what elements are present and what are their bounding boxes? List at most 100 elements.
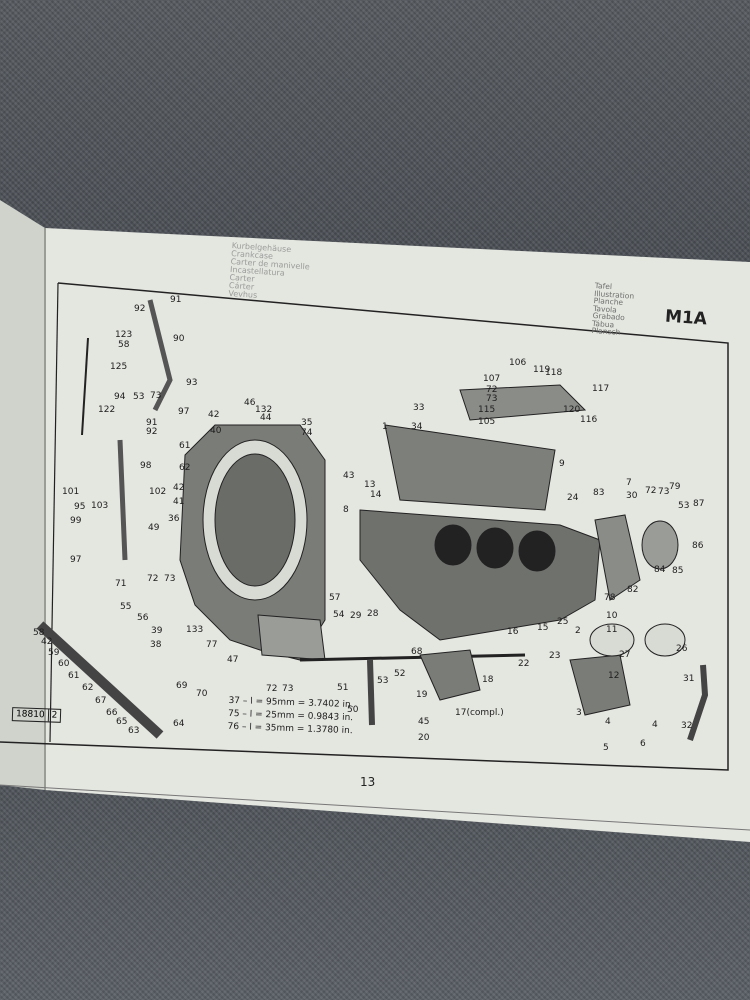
- part-number: 97: [178, 407, 190, 417]
- part-number: 122: [98, 405, 116, 415]
- part-number: 69: [176, 681, 188, 691]
- part-number: 20: [418, 733, 430, 743]
- part-number: 25: [557, 617, 569, 627]
- part-number: 15: [537, 623, 549, 633]
- part-number: 61: [179, 441, 191, 451]
- part-number: 60: [58, 659, 70, 669]
- part-number: 42: [173, 483, 185, 493]
- catalog-code: 18810: [15, 709, 45, 721]
- part-number: 62: [82, 683, 94, 693]
- part-number: 4: [652, 720, 658, 730]
- part-number: 73: [486, 394, 498, 404]
- part-number: 71: [115, 579, 127, 589]
- catalog-code-revision: 2: [47, 709, 61, 722]
- part-number: 52: [394, 669, 406, 679]
- part-number: 5: [603, 743, 609, 753]
- part-number: 30: [626, 491, 638, 501]
- part-number: 106: [509, 358, 527, 368]
- part-number: 62: [179, 463, 191, 473]
- part-number: 7: [626, 478, 632, 488]
- part-number: 26: [676, 644, 688, 654]
- part-number: 65: [116, 717, 128, 727]
- part-number: 18: [482, 675, 494, 685]
- length-notes: 37 – l = 95mm = 3.7402 in. 75 – l = 25mm…: [227, 695, 353, 738]
- part-number: 68: [411, 647, 423, 657]
- part-number: 27: [619, 650, 631, 660]
- part-number: 93: [186, 378, 198, 388]
- part-number: 132: [255, 405, 273, 415]
- part-number: 4: [605, 717, 611, 727]
- part-number: 72: [486, 385, 498, 395]
- part-number: 23: [549, 651, 561, 661]
- part-number: 64: [173, 719, 185, 729]
- part-number: 29: [350, 611, 362, 621]
- part-number: 45: [418, 717, 430, 727]
- part-number: 70: [196, 689, 208, 699]
- part-number: 2: [575, 626, 581, 636]
- part-number: 39: [151, 626, 163, 636]
- part-number: 59: [48, 648, 60, 658]
- part-number: 49: [148, 523, 160, 533]
- part-number: 53: [377, 676, 389, 686]
- part-number: 40: [210, 426, 222, 436]
- part-number: 54: [333, 610, 345, 620]
- part-number: 13: [364, 480, 376, 490]
- part-number: 92: [134, 304, 146, 314]
- part-number: 98: [140, 461, 152, 471]
- part-number: 53: [678, 501, 690, 511]
- part-number: 85: [672, 566, 684, 576]
- part-number: 44: [260, 413, 272, 423]
- part-number: 125: [110, 362, 128, 372]
- part-number: 42: [208, 410, 220, 420]
- part-number: 83: [593, 488, 605, 498]
- part-number: 119: [533, 365, 551, 375]
- part-number: 47: [227, 655, 239, 665]
- part-number: 16: [507, 627, 519, 637]
- part-number: 42: [41, 637, 53, 647]
- catalog-code-box: 18810 2: [11, 707, 62, 723]
- part-number: 82: [627, 585, 639, 595]
- part-number: 95: [74, 502, 86, 512]
- part-number: 51: [337, 683, 349, 693]
- part-number: 34: [411, 422, 423, 432]
- part-number: 56: [137, 613, 149, 623]
- engine-exploded-diagram: [36, 299, 709, 741]
- part-number: 31: [683, 674, 695, 684]
- part-number: 1: [382, 422, 388, 432]
- part-number: 91: [170, 295, 182, 305]
- part-number: 32: [681, 721, 693, 731]
- part-number: 117: [592, 384, 610, 394]
- part-number: 73: [150, 391, 162, 401]
- part-number: 73: [282, 684, 294, 694]
- part-number: 58: [33, 628, 45, 638]
- part-number: 24: [567, 493, 579, 503]
- part-number: 50: [347, 705, 359, 715]
- part-number: 73: [164, 574, 176, 584]
- part-number: 28: [367, 609, 379, 619]
- part-number: 72: [645, 486, 657, 496]
- part-number: 46: [244, 398, 256, 408]
- part-number: 19: [416, 690, 428, 700]
- part-number: 79: [669, 482, 681, 492]
- part-number: 77: [206, 640, 218, 650]
- part-number: 94: [114, 392, 126, 402]
- part-number: 57: [329, 593, 341, 603]
- part-number: 12: [608, 671, 620, 681]
- part-number: 86: [692, 541, 704, 551]
- part-number: 105: [478, 417, 496, 427]
- part-number: 9: [559, 459, 565, 469]
- part-number: 11: [606, 625, 618, 635]
- part-number: 36: [168, 514, 180, 524]
- plate-id: M1A: [664, 306, 708, 330]
- part-number: 84: [654, 565, 666, 575]
- part-number: 90: [173, 334, 185, 344]
- part-number: 103: [91, 501, 109, 511]
- part-number: 38: [150, 640, 162, 650]
- part-number: 123: [115, 330, 133, 340]
- part-number: 22: [518, 659, 530, 669]
- part-number: 17(compl.): [455, 708, 504, 718]
- part-number: 72: [147, 574, 159, 584]
- part-number: 115: [478, 405, 496, 415]
- part-number: 102: [149, 487, 167, 497]
